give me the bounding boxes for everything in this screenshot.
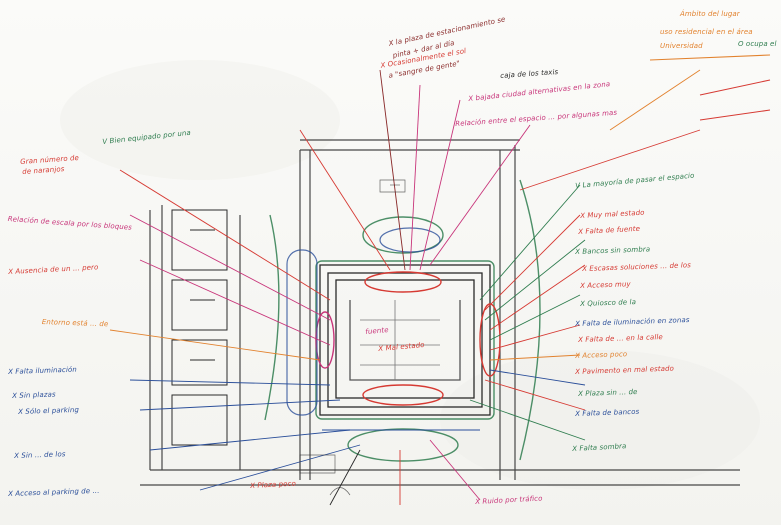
note-left-8: X Sin plazas [12,390,56,400]
left-building-blocks [171,209,228,446]
scribbles [299,179,406,496]
note-top-right-3: Universidad [660,42,703,50]
street-lines [140,139,740,486]
note-top-right-4: O ocupa el [738,40,777,48]
paper-texture [60,60,760,490]
red-ellipses [315,271,501,406]
leader-arrows [109,69,701,506]
note-top-right-2: uso residencial en el área [660,28,753,36]
top-right-underlines [649,54,771,121]
note-top-right-1: Ámbito del lugar [680,10,740,18]
green-outlines [264,179,541,462]
